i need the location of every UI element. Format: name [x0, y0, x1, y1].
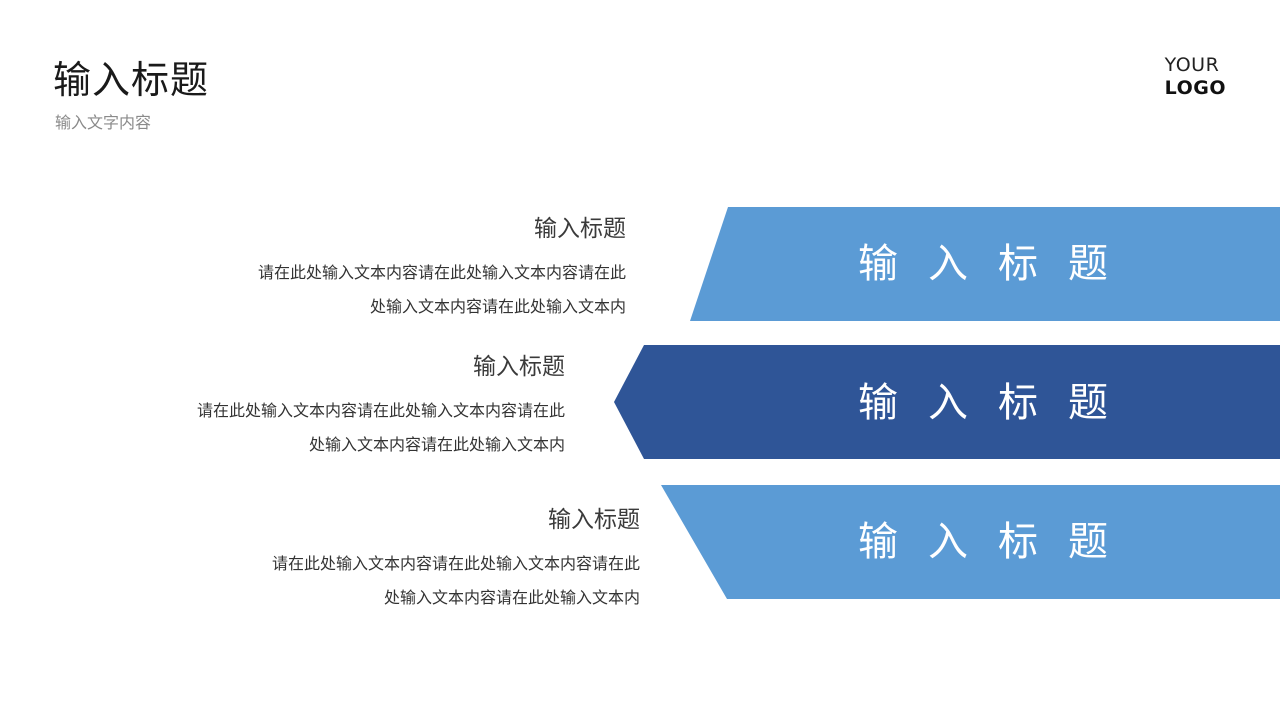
logo-line2: LOGO	[1164, 76, 1226, 99]
page-title: 输入标题	[53, 58, 210, 102]
text-block-heading: 输入标题	[473, 354, 565, 380]
text-block-2: 输入标题 请在此处输入文本内容请在此处输入文本内容请在此 处输入文本内容请在此处…	[197, 354, 565, 462]
band-2	[614, 345, 1280, 459]
text-block-3: 输入标题 请在此处输入文本内容请在此处输入文本内容请在此 处输入文本内容请在此处…	[272, 507, 640, 615]
text-block-body-line2: 处输入文本内容请在此处输入文本内	[383, 587, 640, 607]
page-subtitle: 输入文字内容	[55, 113, 152, 132]
band-label-2: 输入标题	[858, 380, 1138, 426]
text-block-heading: 输入标题	[548, 507, 640, 533]
band-3	[661, 485, 1280, 599]
band-label-3: 输入标题	[858, 519, 1138, 565]
band-1	[690, 207, 1280, 321]
text-block-1: 输入标题 请在此处输入文本内容请在此处输入文本内容请在此 处输入文本内容请在此处…	[258, 216, 626, 324]
text-block-heading: 输入标题	[534, 216, 626, 242]
text-block-body-line1: 请在此处输入文本内容请在此处输入文本内容请在此	[271, 553, 640, 573]
text-block-body-line1: 请在此处输入文本内容请在此处输入文本内容请在此	[196, 400, 565, 420]
text-block-body-line2: 处输入文本内容请在此处输入文本内	[308, 434, 565, 454]
text-block-body-line2: 处输入文本内容请在此处输入文本内	[369, 296, 626, 316]
logo: YOUR LOGO	[1165, 54, 1226, 100]
text-block-body-line1: 请在此处输入文本内容请在此处输入文本内容请在此	[257, 262, 626, 282]
logo-line1: YOUR	[1164, 54, 1220, 76]
band-label-1: 输入标题	[858, 241, 1138, 287]
